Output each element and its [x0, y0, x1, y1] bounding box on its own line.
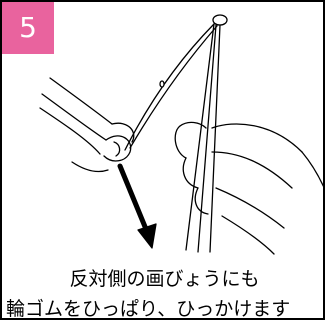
step-number-badge: 5: [2, 2, 54, 54]
left-hand: [39, 77, 135, 173]
caption-line-1: 反対側の画びょうにも: [69, 268, 260, 290]
step-illustration: [39, 14, 323, 255]
stick: [185, 23, 221, 253]
direction-arrow: [117, 163, 157, 249]
right-hand: [174, 121, 323, 255]
step-number: 5: [19, 11, 37, 44]
rubber-band: [124, 23, 218, 151]
pushpin-icon: [212, 14, 228, 26]
caption-line-2: 輪ゴムをひっぱり、ひっかけます: [6, 298, 291, 320]
